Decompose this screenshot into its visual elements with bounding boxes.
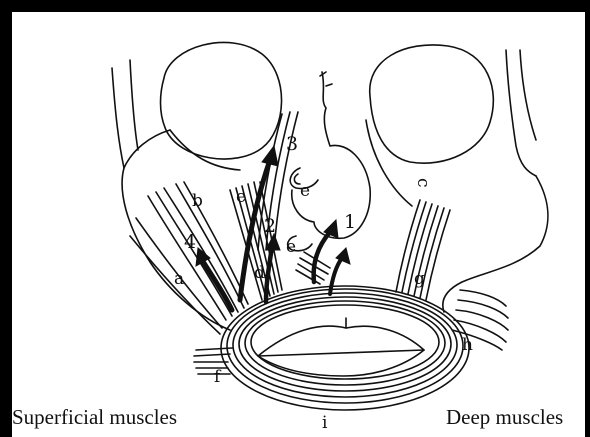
caption-superficial: Superficial muscles <box>12 405 177 429</box>
label-c: c <box>413 178 433 188</box>
label-f: f <box>214 367 222 387</box>
right-obturator-foramen <box>370 45 494 163</box>
left-obturator-foramen <box>161 42 282 159</box>
label-e-upper: e <box>300 181 310 201</box>
label-2: 2 <box>264 215 276 237</box>
arrow-4 <box>202 260 232 310</box>
label-4: 4 <box>184 231 196 253</box>
label-h: h <box>462 335 473 355</box>
right-pelvis-contour <box>443 176 548 312</box>
label-g: g <box>414 269 425 289</box>
label-i: i <box>322 413 328 433</box>
label-e-left: e <box>236 187 246 207</box>
label-1: 1 <box>344 211 356 233</box>
left-ischium-inner <box>130 60 138 150</box>
label-a: a <box>174 269 184 289</box>
caption-deep: Deep muscles <box>446 405 563 429</box>
label-e-lower: e <box>286 237 296 257</box>
central-bone <box>292 72 370 238</box>
label-d: d <box>254 263 265 283</box>
label-b: b <box>192 191 203 211</box>
label-3: 3 <box>286 133 298 155</box>
